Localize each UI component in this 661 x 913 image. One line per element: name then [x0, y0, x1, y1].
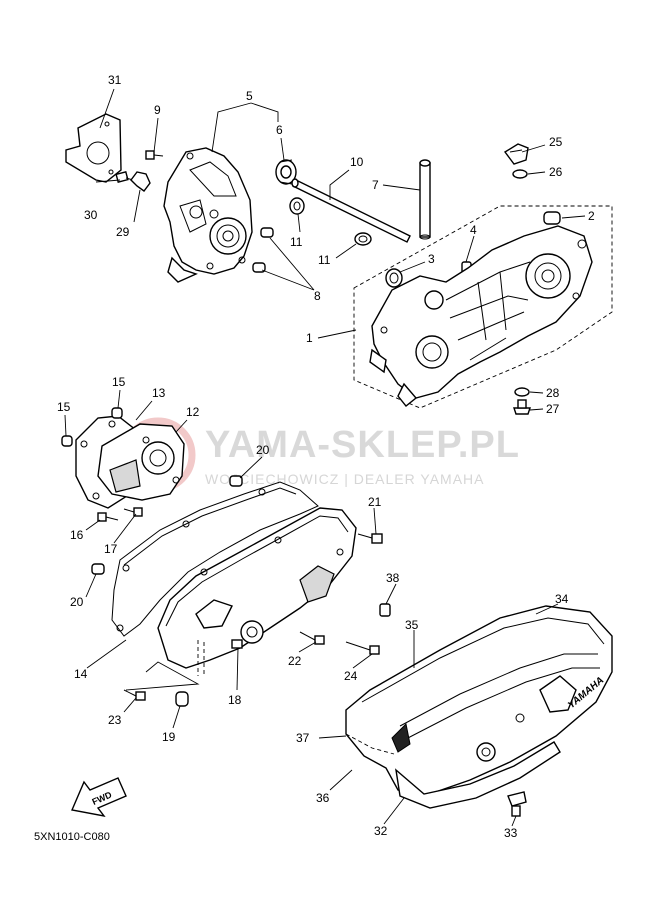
callout-8: 8 — [314, 289, 321, 303]
part-29-clip — [130, 171, 151, 192]
part-19-dowel — [175, 691, 189, 707]
part-24-bolt — [345, 641, 380, 655]
callout-36: 36 — [316, 791, 330, 805]
part-28-washer — [514, 387, 530, 397]
part-5-crankcase-left — [163, 147, 253, 283]
part-25-plug — [503, 143, 529, 165]
callout-11b: 11 — [318, 253, 331, 267]
callout-13: 13 — [152, 386, 166, 400]
part-15-dowel-b — [61, 435, 73, 447]
callout-37: 37 — [296, 731, 310, 745]
part-6-bearing — [275, 159, 297, 185]
callout-35: 35 — [405, 618, 419, 632]
callout-29: 29 — [116, 225, 130, 239]
part-3-bearing — [385, 268, 403, 288]
part-20-dowel-b — [91, 563, 105, 575]
part-31-plate — [65, 113, 122, 183]
part-34-outer-cover: YAMAHA — [345, 605, 613, 797]
callout-34: 34 — [555, 592, 569, 606]
watermark: YAMA-SKLEP.PL WOJCIECHOWICZ | DEALER YAM… — [120, 417, 520, 493]
part-18-crankcase-cover — [157, 507, 357, 676]
part-11-seal-a — [289, 197, 305, 215]
callout-15b: 15 — [57, 400, 71, 414]
callout-18: 18 — [228, 693, 242, 707]
part-15-dowel-a — [111, 407, 123, 419]
callout-4: 4 — [470, 223, 477, 237]
callout-26: 26 — [549, 165, 563, 179]
callout-5: 5 — [246, 89, 253, 103]
watermark-subtitle: WOJCIECHOWICZ | DEALER YAMAHA — [205, 471, 484, 487]
callout-33: 33 — [504, 826, 518, 840]
leader-lines — [64, 88, 586, 827]
callout-3: 3 — [428, 252, 435, 266]
part-11-seal-b — [354, 232, 372, 246]
part-22-bolt — [299, 631, 325, 645]
part-23-bolt — [123, 689, 146, 701]
callout-22: 22 — [288, 654, 302, 668]
part-33-bolt — [507, 791, 527, 817]
part-8-dowel-pins — [252, 227, 274, 273]
part-27-drain-bolt — [513, 399, 531, 415]
part-12-cover-plate — [97, 423, 185, 501]
callout-2: 2 — [588, 209, 595, 223]
part-32-lower-cover — [395, 741, 561, 809]
callout-10: 10 — [350, 155, 364, 169]
fwd-arrow-icon: FWD — [71, 777, 127, 818]
callout-15a: 15 — [112, 375, 126, 389]
callout-7: 7 — [372, 178, 379, 192]
callout-27: 27 — [546, 402, 560, 416]
part-14-gasket — [111, 481, 319, 637]
callout-14: 14 — [74, 667, 88, 681]
part-1-crankcase-right — [353, 205, 613, 409]
callout-labels: 31 5 6 9 10 7 11 11 8 25 26 2 3 4 1 28 2… — [57, 73, 595, 840]
callout-1: 1 — [306, 331, 313, 345]
part-10-shaft — [291, 178, 411, 243]
callout-24: 24 — [344, 669, 358, 683]
callout-30: 30 — [84, 208, 98, 222]
part-20-dowel-a — [229, 475, 243, 487]
part-16-bolt — [97, 512, 119, 522]
callout-38: 38 — [386, 571, 400, 585]
part-7-pipe — [419, 159, 431, 240]
part-9-bolt — [145, 150, 164, 160]
callout-6: 6 — [276, 123, 283, 137]
callout-20b: 20 — [70, 595, 84, 609]
callout-16: 16 — [70, 528, 84, 542]
callout-11a: 11 — [290, 235, 303, 249]
callout-12: 12 — [186, 405, 200, 419]
callout-19: 19 — [162, 730, 176, 744]
callout-20a: 20 — [256, 443, 270, 457]
callout-9: 9 — [154, 103, 161, 117]
callout-21: 21 — [368, 495, 382, 509]
part-26-oring — [512, 169, 528, 179]
callout-31: 31 — [108, 73, 122, 87]
callout-17: 17 — [104, 542, 118, 556]
part-30-bolt — [115, 170, 134, 184]
callout-32: 32 — [374, 824, 388, 838]
callout-23: 23 — [108, 713, 122, 727]
part-17-bolt — [123, 507, 143, 517]
callout-25: 25 — [549, 135, 563, 149]
part-21-bolt — [357, 533, 383, 544]
watermark-title: YAMA-SKLEP.PL — [205, 424, 520, 466]
callout-28: 28 — [546, 386, 560, 400]
part-2-dowel — [543, 211, 561, 225]
part-38-cap — [379, 603, 391, 617]
diagram-code: 5XN1010-C080 — [34, 831, 110, 843]
